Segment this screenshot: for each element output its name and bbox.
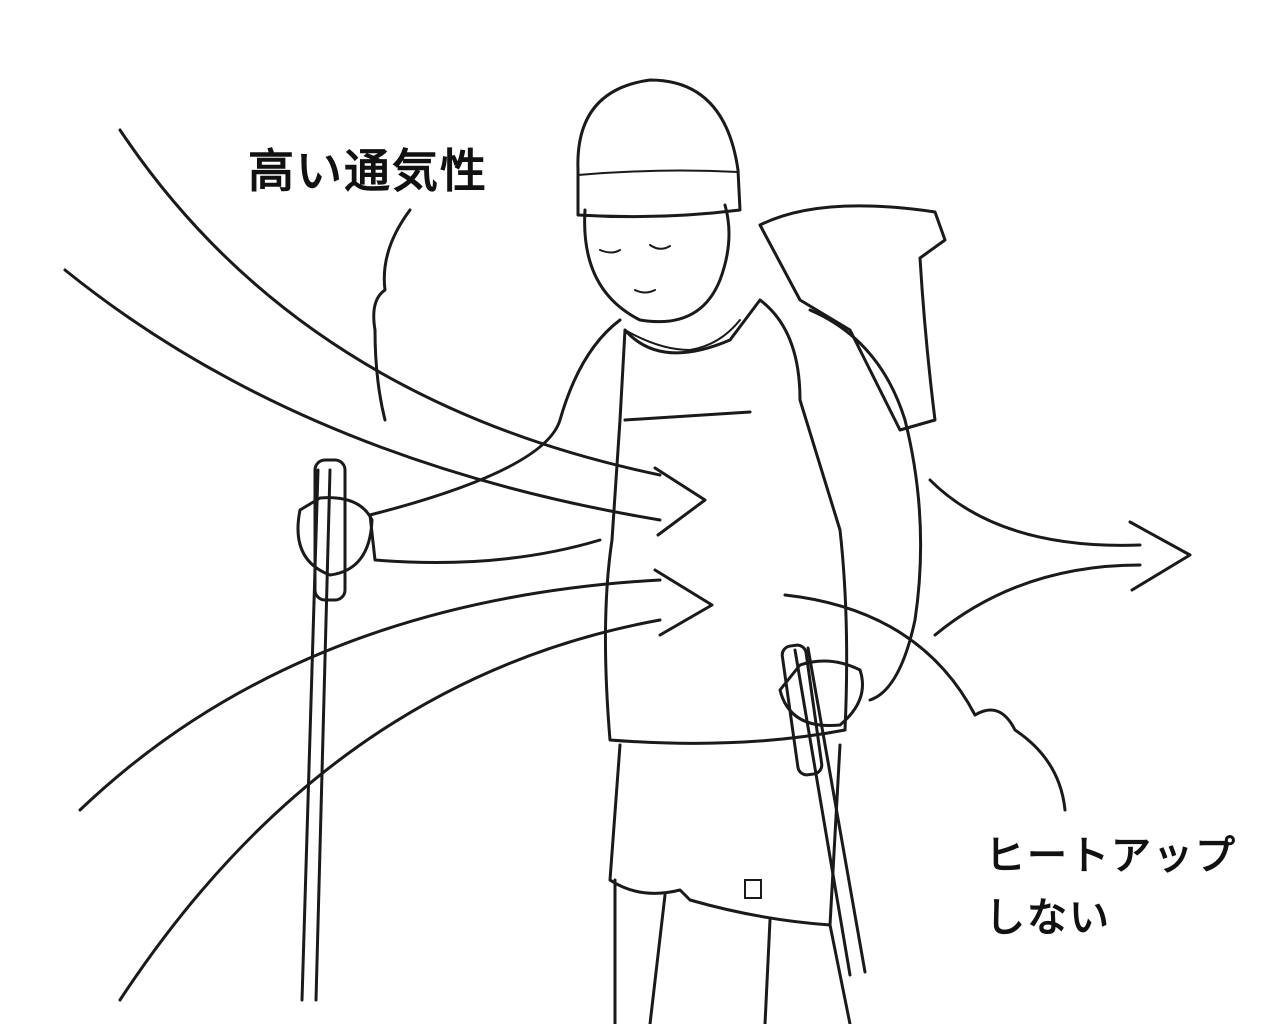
backpack <box>758 204 947 432</box>
airflow-arrows <box>63 128 1192 1002</box>
callout-line-breathability <box>372 208 412 422</box>
chest-strap <box>623 410 752 422</box>
shorts <box>608 743 842 927</box>
shorts-logo <box>744 879 762 899</box>
left-hand <box>296 496 374 577</box>
right-arm <box>808 308 923 702</box>
left-arm <box>368 318 622 564</box>
no-heat-up-line2: しない <box>985 895 1111 941</box>
shirt <box>603 298 849 745</box>
high-breathability-label: 高い通気性 <box>248 144 488 198</box>
right-trekking-pole <box>793 646 867 977</box>
callout-line-heat <box>783 593 1067 812</box>
beanie <box>576 78 742 219</box>
no-heat-up-label: ヒートアップ しない <box>985 825 1237 949</box>
no-heat-up-line1: ヒートアップ <box>985 833 1237 879</box>
left-pole-grip <box>313 458 347 602</box>
head <box>583 203 731 324</box>
right-hand <box>778 659 864 728</box>
